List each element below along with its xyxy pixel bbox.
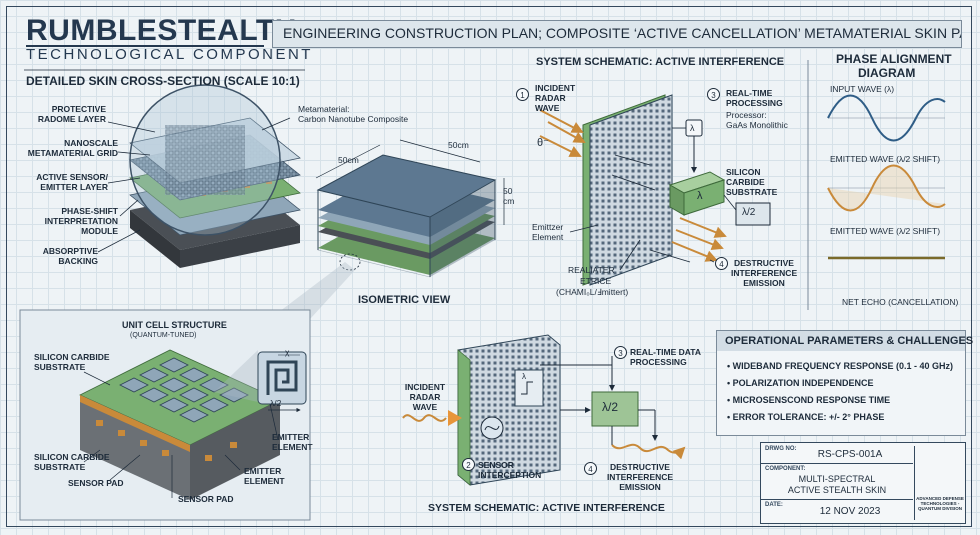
processor-line2: GaAs Monolithic — [726, 120, 788, 130]
cross-section-heading: DETAILED SKIN CROSS-SECTION (SCALE 10:1) — [26, 74, 300, 88]
unit-label-emitter-1: EMITTER ELEMENT — [244, 466, 285, 486]
unit-label-sensor-pad-2: SENSOR PAD — [178, 494, 234, 504]
unit-cell-heading: UNIT CELL STRUCTURE — [122, 320, 227, 330]
theta-symbol: θ⁻ — [537, 137, 549, 149]
component-line1: MULTI-SPECTRAL — [798, 474, 876, 484]
realiater-line2: ETRICE — [580, 276, 612, 286]
half-lambda-box: λ/2 — [742, 207, 756, 218]
layer-label-metamaterial-grid: NANOSCALE METAMATERIAL GRID — [27, 138, 118, 158]
date-value: 12 NOV 2023 — [819, 506, 881, 517]
phase-input-label: INPUT WAVE (λ) — [830, 84, 895, 94]
step4-label: DESTRUCTIVE INTERFERENCE EMISSION — [731, 258, 798, 288]
step1-badge: 1 — [516, 88, 529, 101]
unit-label-sensor-pad-1: SENSOR PAD — [68, 478, 124, 488]
metamaterial-callout-line2: Carbon Nanotube Composite — [298, 114, 409, 124]
step1-label: INCIDENT RADAR WAVE — [535, 83, 576, 113]
phase-emitted1-label: EMITTED WAVE (λ/2 SHIFT) — [830, 154, 941, 164]
component-caption: COMPONENT: — [765, 466, 806, 472]
cross-section-stack — [129, 84, 301, 268]
step3-label: REAL-TIME PROCESSING — [726, 88, 783, 108]
schematic-top-heading: SYSTEM SCHEMATIC: ACTIVE INTERFERENCE — [536, 56, 785, 68]
phase-heading-line2: DIAGRAM — [858, 66, 916, 80]
component-line2: ACTIVE STEALTH SKIN — [787, 485, 887, 495]
unit-cell-subheading: (QUANTUM-TUNED) — [130, 332, 197, 339]
layer-label-radome: PROTECTIVE RADOME LAYER — [37, 104, 106, 124]
drawing-frame — [6, 6, 972, 527]
iso-dim-width: 50cm — [338, 155, 359, 165]
org-name: ADVANCED DEFENSE TECHNOLOGIES - QUANTUM … — [916, 496, 964, 511]
ops-title: OPERATIONAL PARAMETERS & CHALLENGES — [717, 331, 973, 351]
unit-label-emitter-2: EMITTER ELEMENT — [272, 432, 313, 452]
unit-cell-block — [79, 349, 281, 500]
org-emblem: ADVANCED DEFENSE TECHNOLOGIES - QUANTUM … — [914, 446, 964, 520]
step4-badge: 4 — [715, 257, 728, 270]
isometric-view-label: ISOMETRIC VIEW — [358, 294, 451, 306]
layer-label-absorptive: ABSORPTIVE BACKING — [42, 246, 98, 266]
brand-rule — [26, 45, 264, 47]
bottom-lambda: λ — [522, 372, 526, 381]
bottom-step4-badge: 4 — [584, 462, 597, 475]
bottom-half-lambda: λ/2 — [602, 400, 619, 414]
metamaterial-callout-line1: Metamaterial: — [298, 104, 350, 114]
bottom-step3-label: REAL-TIME DATA PROCESSING — [630, 347, 701, 367]
step3-badge: 3 — [707, 88, 720, 101]
unit-dim-half-lambda: λ/2 — [270, 398, 282, 408]
bottom-step2-badge: 2 — [462, 458, 475, 471]
iso-dim-depth: 50cm — [448, 140, 469, 150]
bottom-incident-label: INCIDENT RADAR WAVE — [404, 382, 446, 412]
lambda-box-label: λ — [697, 190, 703, 202]
phase-heading-line1: PHASE ALIGNMENT — [836, 52, 952, 66]
layer-label-sensor-emitter: ACTIVE SENSOR/ EMITTER LAYER — [36, 172, 108, 192]
realiater-line3: (CHAMI₀L/Ⅎmittert) — [556, 287, 629, 297]
ops-item: • POLARIZATION INDEPENDENCE — [727, 378, 874, 388]
page-title: ENGINEERING CONSTRUCTION PLAN; COMPOSITE… — [272, 20, 962, 48]
phase-waves — [827, 94, 946, 260]
realiater-line1: REALIATER — [568, 265, 615, 275]
schematic-bottom-heading: SYSTEM SCHEMATIC: ACTIVE INTERFERENCE — [428, 502, 665, 514]
unit-label-substrate-bottom: SILICON CARBIDE SUBSTRATE — [34, 452, 110, 472]
schematic-bottom-panel — [457, 334, 561, 486]
processor-line1: Processor: — [726, 110, 767, 120]
ops-item: • ERROR TOLERANCE: +/- 2° PHASE — [727, 412, 885, 422]
ops-item: • MICROSENSCOND RESPONSE TIME — [727, 395, 891, 405]
unit-dim-chi: χ — [285, 347, 290, 357]
phase-net-label: NET ECHO (CANCELLATION) — [842, 297, 959, 307]
silicon-carbide-label: SILICON CARBIDE SUBSTRATE — [726, 167, 778, 197]
unit-label-substrate-top: SILICON CARBIDE SUBSTRATE — [34, 352, 110, 372]
schematic-top-panel — [582, 94, 673, 286]
bottom-step2-label: SENSOR INTERCEPTION — [478, 460, 542, 480]
drwg-caption: DRWG NO: — [765, 446, 797, 452]
brand-subtitle: TECHNOLOGICAL COMPONENT — [26, 46, 313, 63]
ops-item: • WIDEBAND FREQUENCY RESPONSE (0.1 - 40 … — [727, 361, 954, 371]
bottom-step4-label: DESTRUCTIVE INTERFERENCE EMISSION — [606, 462, 674, 492]
bottom-step3-badge: 3 — [614, 346, 627, 359]
layer-label-phase-shift: PHASE-SHIFT INTERPRETATION MODULE — [44, 206, 118, 236]
ops-panel: OPERATIONAL PARAMETERS & CHALLENGES • WI… — [716, 330, 973, 436]
date-caption: DATE: — [765, 502, 783, 508]
brand-name: RUMBLESTEALTH — [26, 14, 297, 47]
drwg-number: RS-CPS-001A — [817, 449, 883, 460]
iso-dim-height: 50cm — [503, 186, 515, 206]
title-block: DRWG NO: RS-CPS-001A COMPONENT: MULTI-SP… — [760, 442, 966, 524]
emitter-element-label: Emittzer Element — [532, 222, 564, 242]
processor-lambda: λ — [690, 123, 695, 133]
phase-emitted2-label: EMITTED WAVE (λ/2 SHIFT) — [830, 226, 941, 236]
